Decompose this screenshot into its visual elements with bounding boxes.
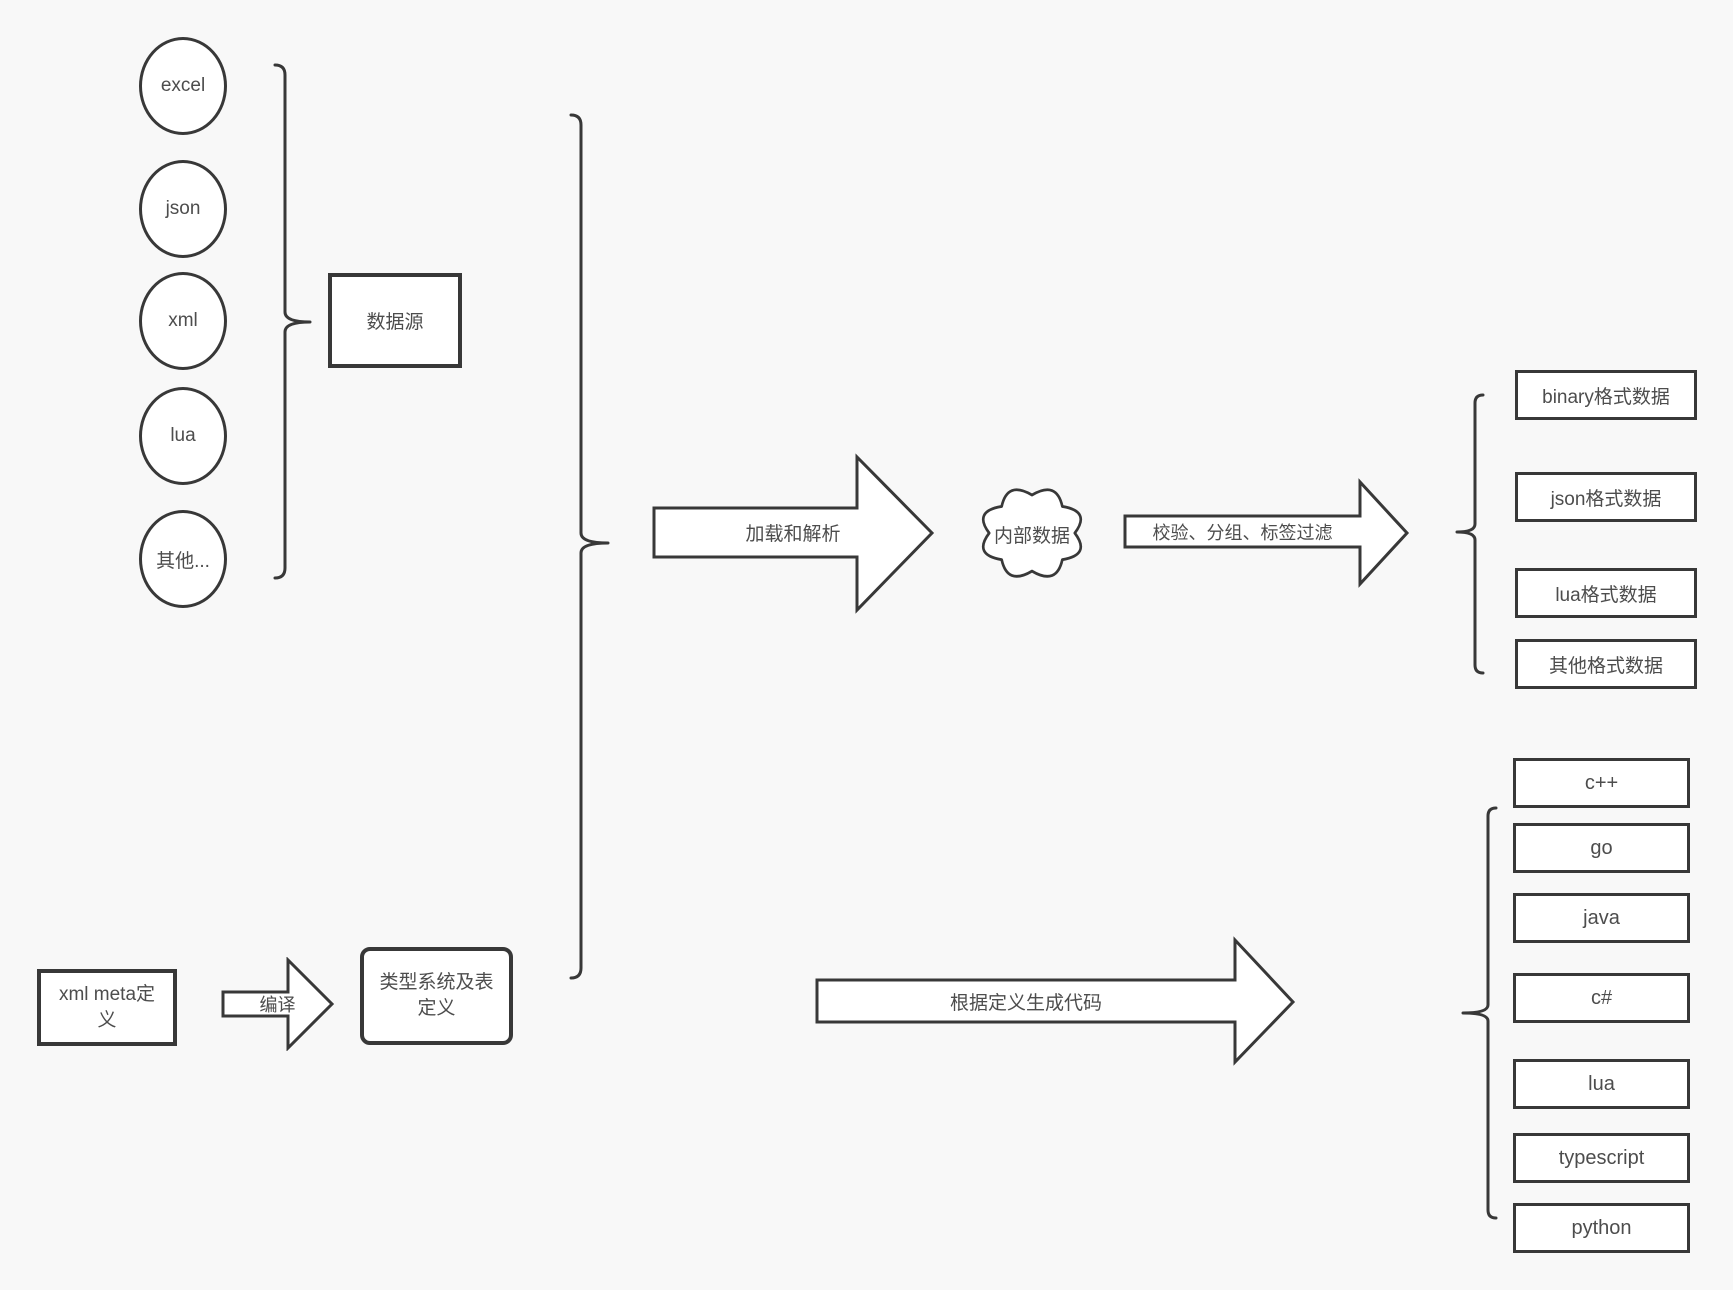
source-label: 其他... xyxy=(156,550,210,572)
inputs-brace xyxy=(569,113,610,980)
source-label: json xyxy=(165,198,201,219)
xml-meta-label: xml meta定义 xyxy=(58,983,156,1031)
language-box-go: go xyxy=(1513,823,1690,873)
source-ellipse-other: 其他... xyxy=(139,510,227,608)
format-label: 其他格式数据 xyxy=(1548,655,1663,677)
type-system-label: 类型系统及表定义 xyxy=(379,972,494,1019)
languages-brace xyxy=(1461,806,1498,1220)
language-label: c++ xyxy=(1584,771,1619,794)
compile-arrow-label: 编译 xyxy=(259,995,296,1015)
format-box-binary: binary格式数据 xyxy=(1515,370,1697,420)
filter-arrow-label: 校验、分组、标签过滤 xyxy=(1152,522,1333,543)
source-ellipse-lua: lua xyxy=(139,387,227,485)
load-parse-arrow-label: 加载和解析 xyxy=(745,524,841,545)
format-label: binary格式数据 xyxy=(1542,386,1670,408)
language-label: go xyxy=(1590,836,1613,859)
type-system-box: 类型系统及表定义 xyxy=(360,947,513,1045)
language-box-lua: lua xyxy=(1513,1059,1690,1109)
language-label: python xyxy=(1571,1216,1632,1239)
source-label: xml xyxy=(168,310,198,331)
format-box-json: json格式数据 xyxy=(1515,472,1697,522)
format-box-lua: lua格式数据 xyxy=(1515,568,1697,618)
data-source-box: 数据源 xyxy=(328,273,462,368)
language-label: lua xyxy=(1588,1072,1615,1095)
language-label: c# xyxy=(1590,986,1613,1009)
language-box-python: python xyxy=(1513,1203,1690,1253)
language-box-java: java xyxy=(1513,893,1690,943)
format-box-other: 其他格式数据 xyxy=(1515,639,1697,689)
format-label: json格式数据 xyxy=(1550,488,1662,510)
load-parse-arrow xyxy=(652,453,935,614)
source-ellipse-xml: xml xyxy=(139,272,227,370)
format-label: lua格式数据 xyxy=(1555,584,1657,606)
source-ellipse-excel: excel xyxy=(139,37,227,135)
language-label: java xyxy=(1583,906,1620,929)
generate-code-arrow xyxy=(815,936,1296,1066)
source-label: lua xyxy=(170,425,196,446)
language-box-typescript: typescript xyxy=(1513,1133,1690,1183)
sources-brace xyxy=(273,63,312,580)
filter-arrow xyxy=(1123,478,1410,588)
data-source-label: 数据源 xyxy=(366,312,424,333)
xml-meta-box: xml meta定义 xyxy=(37,969,177,1046)
formats-brace xyxy=(1455,393,1485,675)
language-box-csharp: c# xyxy=(1513,973,1690,1023)
language-box-cpp: c++ xyxy=(1513,758,1690,808)
compile-arrow xyxy=(221,957,335,1051)
source-ellipse-json: json xyxy=(139,160,227,258)
internal-data-cloud xyxy=(981,488,1083,578)
language-label: typescript xyxy=(1558,1146,1645,1169)
source-label: excel xyxy=(160,75,206,96)
generate-code-arrow-label: 根据定义生成代码 xyxy=(949,992,1102,1014)
internal-data-label: 内部数据 xyxy=(993,525,1070,547)
